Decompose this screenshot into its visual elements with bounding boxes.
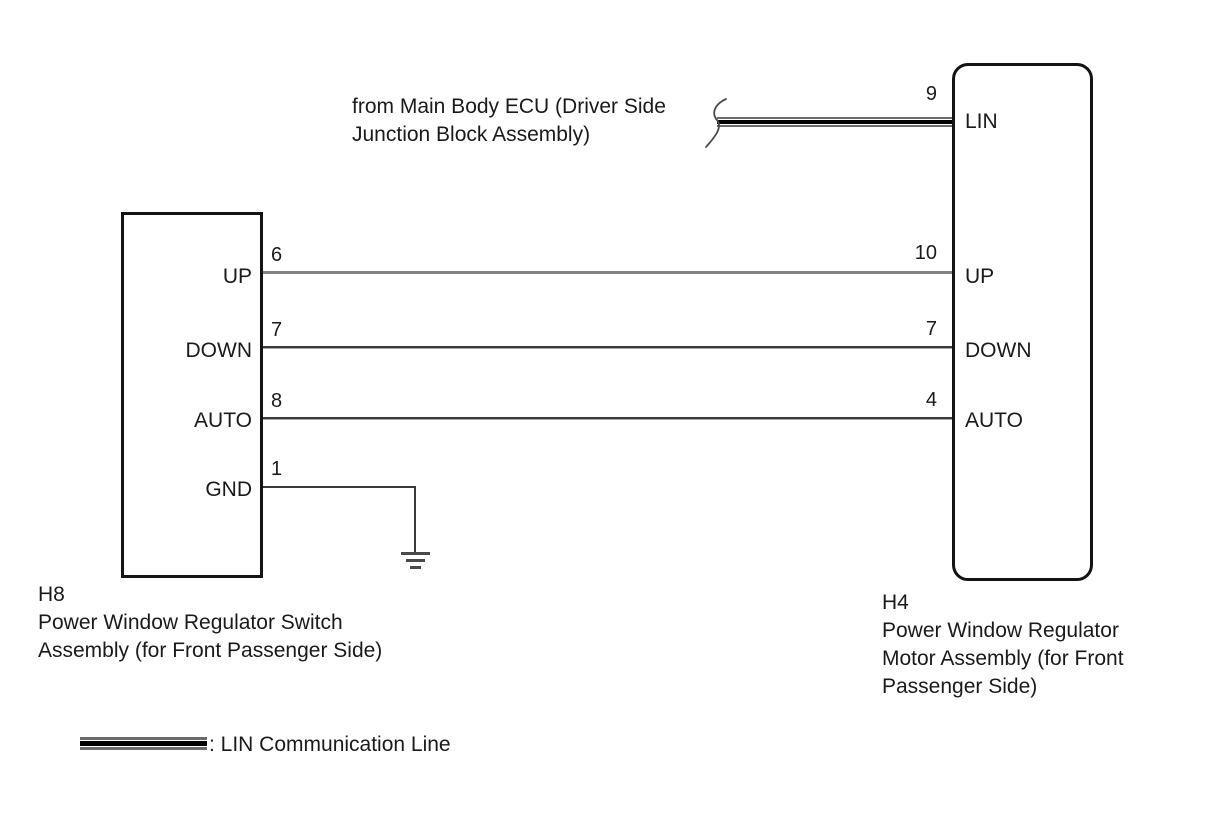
motor-pin-label-down: DOWN xyxy=(965,339,1032,362)
ground-bar-middle xyxy=(406,559,425,562)
switch-pin-number-7: 7 xyxy=(271,319,283,341)
switch-box-caption: Power Window Regulator Switch Assembly (… xyxy=(38,611,383,662)
ground-bar-top xyxy=(401,552,430,555)
motor-pin-label-up: UP xyxy=(965,265,995,288)
wire-up xyxy=(263,271,952,274)
motor-pin-number-9: 9 xyxy=(925,83,937,105)
legend-lin-line-symbol xyxy=(80,737,207,750)
switch-box-id: H8 xyxy=(38,583,65,606)
switch-pin-number-8: 8 xyxy=(271,390,283,412)
motor-pin-label-auto: AUTO xyxy=(965,409,1023,432)
ground-bar-bottom xyxy=(410,566,421,569)
motor-pin-label-lin: LIN xyxy=(965,110,998,133)
motor-pin-number-4: 4 xyxy=(925,389,937,411)
motor-pin-number-10: 10 xyxy=(914,242,937,264)
ecu-source-note: from Main Body ECU (Driver Side Junction… xyxy=(352,95,666,146)
switch-pin-label-auto: AUTO xyxy=(194,409,252,432)
wire-down xyxy=(263,346,952,349)
motor-pin-number-7: 7 xyxy=(925,318,937,340)
lin-communication-wire xyxy=(717,117,952,127)
switch-pin-label-up: UP xyxy=(222,265,252,288)
legend-label: : LIN Communication Line xyxy=(209,733,451,756)
switch-box-outline xyxy=(121,212,263,578)
switch-pin-number-6: 6 xyxy=(271,244,283,266)
motor-box-outline xyxy=(952,63,1093,581)
motor-box-id: H4 xyxy=(882,591,909,614)
switch-pin-label-gnd: GND xyxy=(205,478,252,501)
motor-box-caption: Power Window Regulator Motor Assembly (f… xyxy=(882,619,1124,698)
wire-gnd-horizontal xyxy=(263,486,416,488)
switch-pin-number-1: 1 xyxy=(271,458,283,480)
wire-gnd-vertical xyxy=(414,486,416,553)
wire-break-symbol xyxy=(705,98,727,148)
wire-auto xyxy=(263,417,952,420)
switch-pin-label-down: DOWN xyxy=(185,339,253,362)
